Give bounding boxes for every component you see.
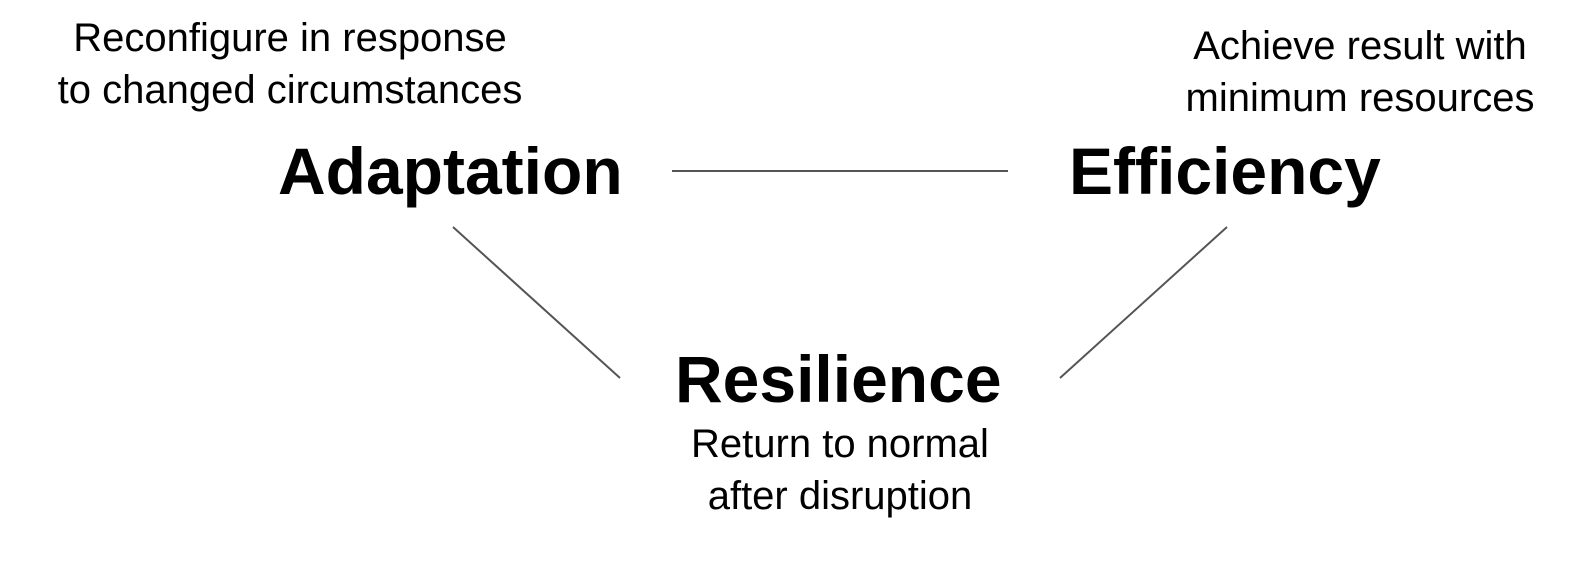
edge-efficiency-resilience: [1059, 226, 1228, 379]
efficiency-description: Achieve result with minimum resources: [1120, 20, 1592, 124]
resilience-description: Return to normal after disruption: [620, 418, 1060, 522]
efficiency-node-label: Efficiency: [1069, 134, 1381, 208]
adaptation-description-line-1: Reconfigure in response: [73, 16, 507, 60]
resilience-description-line-2: after disruption: [707, 474, 973, 518]
resilience-node-label: Resilience: [675, 342, 1002, 416]
adaptation-description-line-2: to changed circumstances: [57, 68, 523, 112]
resilience-description-line-1: Return to normal: [691, 422, 989, 466]
efficiency-description-line-1: Achieve result with: [1193, 24, 1527, 68]
efficiency-description-line-2: minimum resources: [1185, 76, 1535, 120]
adaptation-node-label: Adaptation: [278, 134, 623, 208]
edge-adaptation-resilience: [452, 226, 621, 379]
adaptation-description: Reconfigure in response to changed circu…: [0, 12, 580, 116]
